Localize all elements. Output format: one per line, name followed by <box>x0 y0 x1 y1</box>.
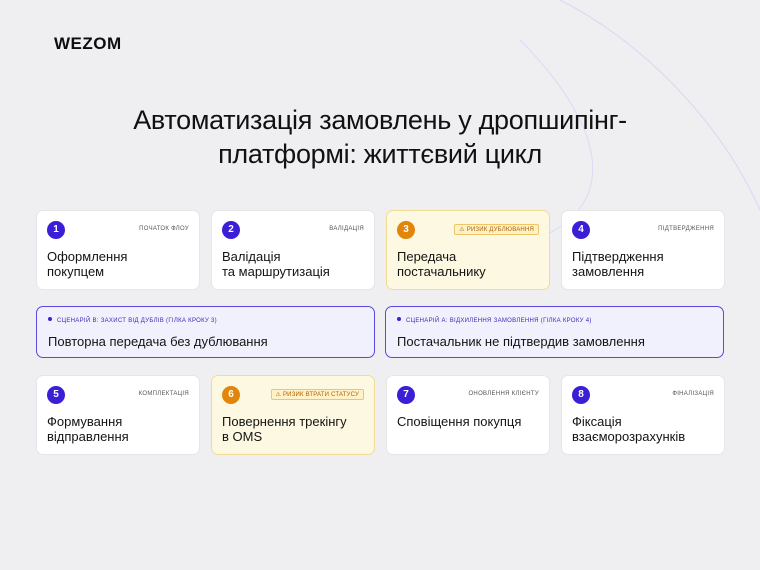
step-title-line-1: Передача <box>397 249 457 264</box>
step-title-line-2: відправлення <box>47 429 129 444</box>
scenario-tag-text: Сценарій B: захист від дублів (гілка кро… <box>57 318 217 324</box>
step-title-line-2: постачальнику <box>397 264 486 279</box>
step-title: Формування відправлення <box>47 414 193 444</box>
step-title-line-1: Формування <box>47 414 123 429</box>
step-number-badge: 4 <box>572 221 590 239</box>
step-card-8: 8 Фіналізація Фіксація взаєморозрахунків <box>561 375 725 455</box>
step-title-line-2: та маршрутизація <box>222 264 330 279</box>
step-tag: Фіналізація <box>672 391 714 397</box>
step-tag: Валідація <box>329 226 364 232</box>
page-title-line-2: платформі: життєвий цикл <box>218 139 542 169</box>
step-title: Оформлення покупцем <box>47 249 193 279</box>
step-title: Повернення трекінгу в OMS <box>222 414 368 444</box>
step-tag: Початок флоу <box>139 226 189 232</box>
step-tag: Комплектація <box>138 391 189 397</box>
step-number-badge: 5 <box>47 386 65 404</box>
step-title-line-1: Валідація <box>222 249 281 264</box>
step-title-line-1: Підтвердження <box>572 249 664 264</box>
scenario-title: Повторна передача без дублювання <box>48 334 268 349</box>
step-number-badge: 6 <box>222 386 240 404</box>
risk-badge: ⚠ Ризик втрати статусу <box>270 389 364 400</box>
bullet-dot-icon <box>48 317 52 322</box>
step-title-line-1: Оформлення <box>47 249 128 264</box>
step-title: Передача постачальнику <box>397 249 543 279</box>
step-title-line-2: взаєморозрахунків <box>572 429 686 444</box>
scenario-tag: Сценарій A: відхилення замовлення (гілка… <box>397 317 592 324</box>
step-title: Фіксація взаєморозрахунків <box>572 414 718 444</box>
step-tag: Оновлення клієнту <box>468 391 539 397</box>
step-card-4: 4 Підтвердження Підтвердження замовлення <box>561 210 725 290</box>
scenario-card-b: Сценарій B: захист від дублів (гілка кро… <box>36 306 375 358</box>
step-card-7: 7 Оновлення клієнту Сповіщення покупця <box>386 375 550 455</box>
step-title: Підтвердження замовлення <box>572 249 718 279</box>
step-title-line-2: замовлення <box>572 264 645 279</box>
bullet-dot-icon <box>397 317 401 322</box>
step-title-line-2: в OMS <box>222 429 263 444</box>
step-title: Сповіщення покупця <box>397 414 543 429</box>
brand-logo: WEZOM <box>54 34 122 53</box>
page-title-line-1: Автоматизація замовлень у дропшипінг- <box>133 105 627 135</box>
step-number-badge: 3 <box>397 221 415 239</box>
step-number-badge: 2 <box>222 221 240 239</box>
scenario-tag: Сценарій B: захист від дублів (гілка кро… <box>48 317 217 324</box>
step-number-badge: 8 <box>572 386 590 404</box>
scenario-card-a: Сценарій A: відхилення замовлення (гілка… <box>385 306 724 358</box>
scenario-title: Постачальник не підтвердив замовлення <box>397 334 645 349</box>
step-card-5: 5 Комплектація Формування відправлення <box>36 375 200 455</box>
scenario-tag-text: Сценарій A: відхилення замовлення (гілка… <box>406 318 592 324</box>
step-tag: Підтвердження <box>658 226 714 232</box>
page-title: Автоматизація замовлень у дропшипінг- пл… <box>60 103 700 171</box>
step-title-line-1: Повернення трекінгу <box>222 414 347 429</box>
step-title-line-1: Фіксація <box>572 414 622 429</box>
step-card-3: 3 ⚠ Ризик дублювання Передача постачальн… <box>386 210 550 290</box>
step-number-badge: 7 <box>397 386 415 404</box>
step-card-2: 2 Валідація Валідація та маршрутизація <box>211 210 375 290</box>
step-card-6: 6 ⚠ Ризик втрати статусу Повернення трек… <box>211 375 375 455</box>
step-title-line-1: Сповіщення покупця <box>397 414 522 429</box>
step-card-1: 1 Початок флоу Оформлення покупцем <box>36 210 200 290</box>
risk-badge: ⚠ Ризик дублювання <box>454 224 539 235</box>
step-title-line-2: покупцем <box>47 264 105 279</box>
step-number-badge: 1 <box>47 221 65 239</box>
step-title: Валідація та маршрутизація <box>222 249 368 279</box>
